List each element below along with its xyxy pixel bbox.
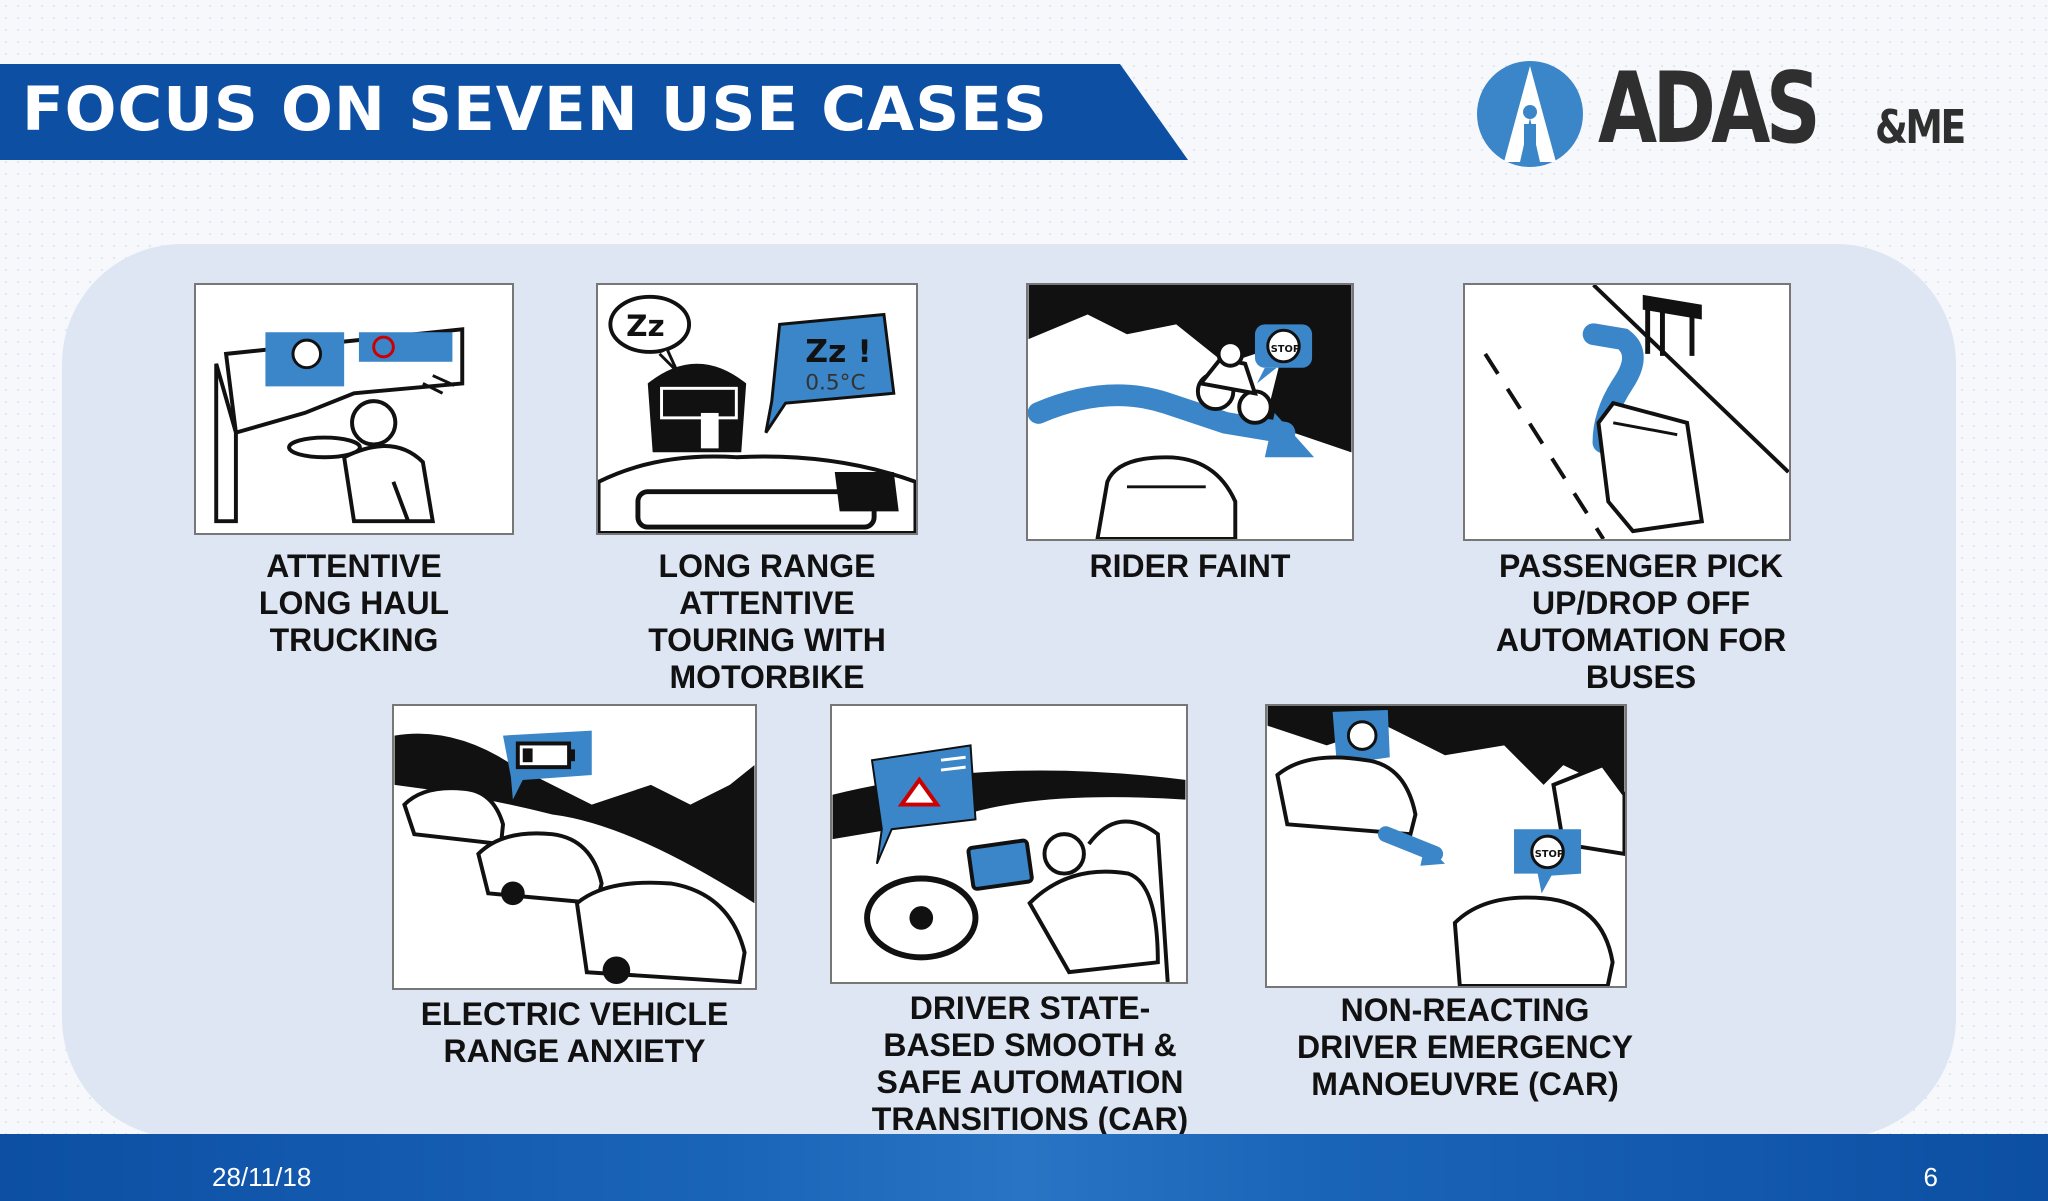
use-case-caption: DRIVER STATE- BASED SMOOTH & SAFE AUTOMA… [871,990,1189,1137]
bubble-text: Zz ! [805,334,871,370]
logo-suffix: &ME [1875,100,1966,154]
adas-me-logo: ADAS &ME [1470,52,1966,167]
motorbike-rider-icon: Zz Zz ! 0.5°C [596,283,918,535]
use-case-caption: LONG RANGE ATTENTIVE TOURING WITH MOTORB… [648,548,886,695]
footer-date: 28/11/18 [212,1162,312,1192]
rider-faint-icon: STOP [1026,283,1354,541]
bubble-subtext: 0.5°C [805,370,865,395]
use-case-caption: PASSENGER PICK UP/DROP OFF AUTOMATION FO… [1495,548,1787,695]
bus-stop-icon [1463,283,1791,541]
use-case-caption: RIDER FAINT [1089,548,1291,584]
use-case-caption: ELECTRIC VEHICLE RANGE ANXIETY [420,996,729,1069]
footer-bar: 28/11/18 6 [0,1134,2048,1201]
thought-text: Zz [626,309,665,343]
page-number: 6 [1923,1162,1938,1192]
stop-sign-text: STOP [1535,849,1564,860]
truck-driver-icon [194,283,514,535]
stop-sign-text: STOP [1271,344,1300,355]
logo-emblem-icon [1477,61,1583,167]
title-banner: FOCUS ON SEVEN USE CASES [0,64,1188,160]
use-case-caption: ATTENTIVE LONG HAUL TRUCKING [258,548,450,658]
logo-text: ADAS [1598,52,1821,166]
automation-car-icon [830,704,1188,984]
use-case-caption: NON-REACTING DRIVER EMERGENCY MANOEUVRE … [1296,992,1634,1102]
slide-title: FOCUS ON SEVEN USE CASES [22,74,1048,145]
battery-icon [392,704,757,990]
emergency-car-icon: STOP [1265,704,1627,988]
